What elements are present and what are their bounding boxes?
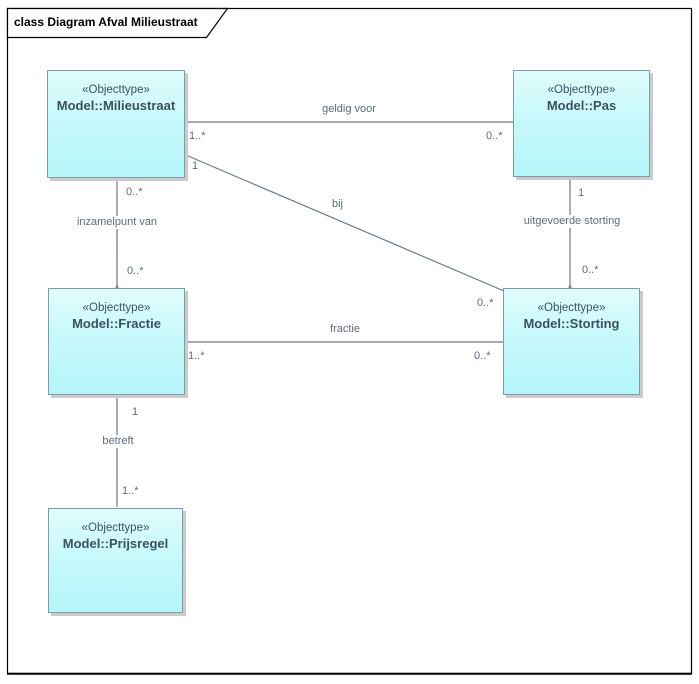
mult-uitgevoerde-storting-storting: 0..* [582, 264, 599, 276]
class-box-pas[interactable]: «Objecttype» Model::Pas [513, 70, 650, 177]
mult-inzamelpunt-fractie: 0..* [127, 265, 144, 277]
mult-geldig-voor-milieustraat: 1..* [189, 130, 206, 142]
class-stereotype: «Objecttype» [547, 84, 616, 96]
assoc-label-geldig-voor: geldig voor [320, 103, 378, 116]
mult-fractie-fractie: 1..* [188, 350, 205, 362]
diagram-frame-tab [6, 7, 229, 39]
class-name: Model::Milieustraat [56, 98, 176, 113]
assoc-label-uitgevoerde-storting: uitgevoerde storting [521, 215, 623, 228]
assoc-label-inzamelpunt-van: inzamelpunt van [74, 216, 160, 229]
mult-bij-milieustraat: 1 [192, 160, 199, 172]
mult-inzamelpunt-milieustraat: 0..* [126, 186, 143, 198]
mult-bij-storting: 0..* [477, 297, 494, 309]
class-stereotype: «Objecttype» [82, 302, 151, 314]
assoc-label-fractie: fractie [328, 323, 362, 336]
diagram-title: class Diagram Afval Milieustraat [14, 15, 198, 29]
assoc-line-bij[interactable] [188, 156, 505, 292]
mult-fractie-storting: 0..* [474, 350, 491, 362]
class-name: Model::Storting [523, 316, 620, 331]
mult-geldig-voor-pas: 0..* [486, 130, 503, 142]
assoc-label-bij: bij [330, 198, 346, 211]
mult-betreft-fractie: 1 [132, 406, 139, 418]
class-box-milieustraat[interactable]: «Objecttype» Model::Milieustraat [47, 70, 185, 178]
class-name: Model::Prijsregel [62, 536, 169, 551]
class-name: Model::Pas [546, 98, 617, 113]
class-stereotype: «Objecttype» [81, 522, 150, 534]
mult-uitgevoerde-storting-pas: 1 [578, 187, 585, 199]
mult-betreft-prijsregel: 1..* [122, 485, 139, 497]
class-box-fractie[interactable]: «Objecttype» Model::Fractie [48, 288, 185, 395]
class-stereotype: «Objecttype» [82, 84, 150, 96]
class-box-prijsregel[interactable]: «Objecttype» Model::Prijsregel [48, 508, 183, 613]
assoc-label-betreft: betreft [100, 435, 136, 448]
class-box-storting[interactable]: «Objecttype» Model::Storting [503, 288, 640, 395]
class-name: Model::Fractie [72, 316, 161, 331]
class-stereotype: «Objecttype» [537, 302, 606, 314]
